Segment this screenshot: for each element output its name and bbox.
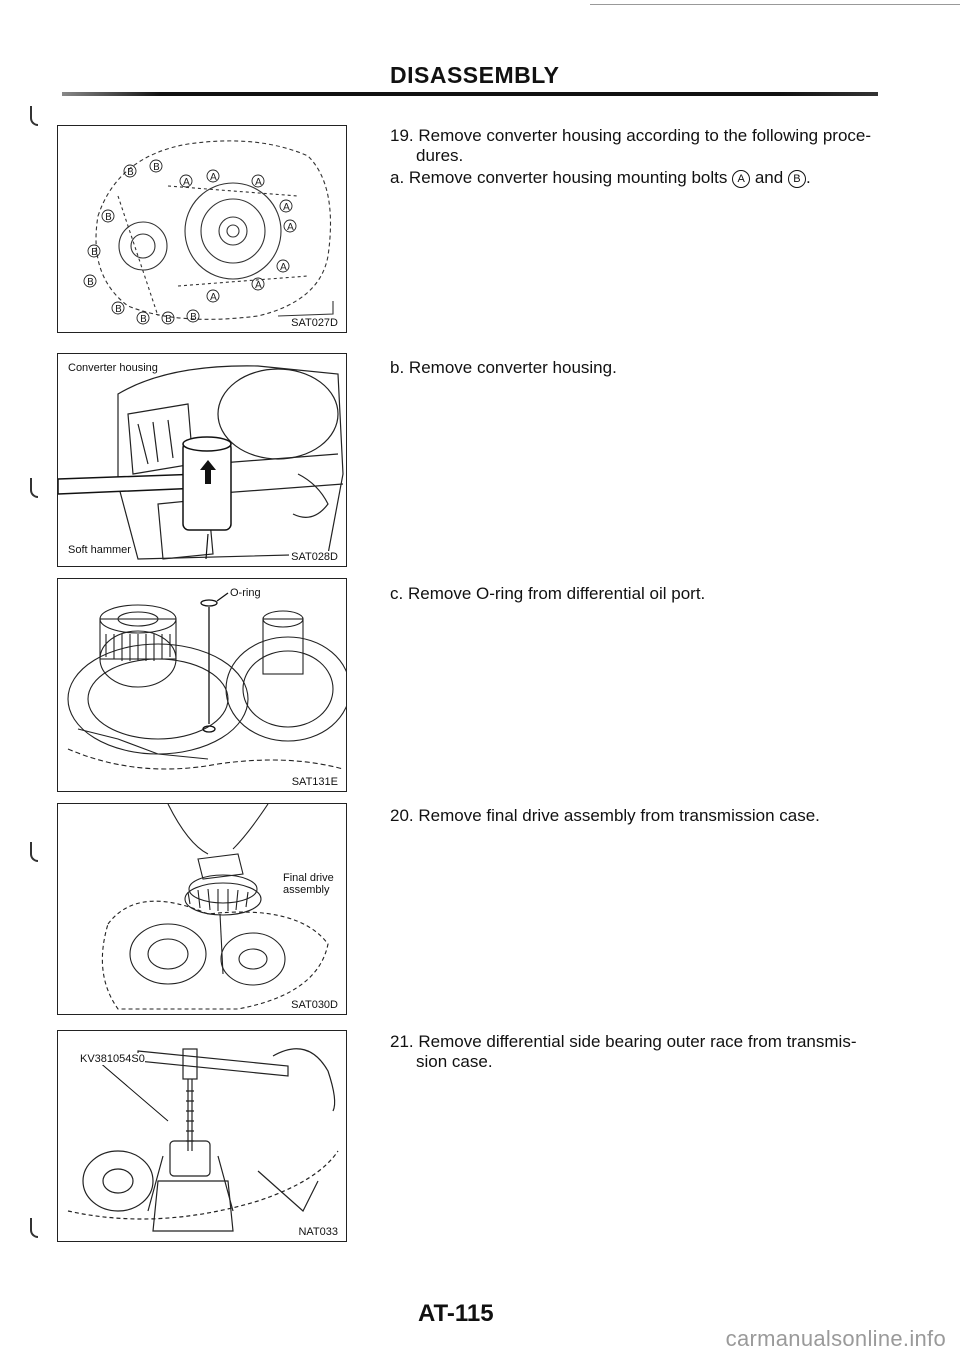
step-number: 21. xyxy=(390,1032,414,1051)
figure-sat028d: Converter housing Soft hammer SAT028D xyxy=(57,353,347,567)
step-19b: b. Remove converter housing. xyxy=(390,358,890,378)
step-number: 20. xyxy=(390,806,414,825)
section-title: DISASSEMBLY xyxy=(390,62,560,88)
o-ring-illustration xyxy=(67,592,346,770)
converter-housing-illustration xyxy=(58,365,344,560)
figure-code: SAT028D xyxy=(289,551,340,563)
step-text: Remove differential side bearing outer r… xyxy=(418,1032,857,1051)
bearing-puller-illustration xyxy=(67,1048,339,1232)
figure-sat131e: O-ring SAT131E xyxy=(57,578,347,792)
svg-text:A: A xyxy=(255,280,262,291)
binding-mark xyxy=(30,1218,38,1238)
step-20: 20. Remove final drive assembly from tra… xyxy=(390,806,890,826)
figure-code: NAT033 xyxy=(296,1226,340,1238)
svg-text:B: B xyxy=(115,304,122,315)
svg-text:A: A xyxy=(183,177,190,188)
step-text-continued: dures. xyxy=(416,146,464,165)
binding-mark xyxy=(30,478,38,498)
svg-text:B: B xyxy=(87,277,94,288)
step-number: b. xyxy=(390,358,405,377)
step-number: 19. xyxy=(390,126,414,145)
label-o-ring: O-ring xyxy=(230,587,261,599)
step-19c: c. Remove O-ring from differential oil p… xyxy=(390,584,890,604)
final-drive-illustration xyxy=(101,804,329,1010)
label-final-drive: Final drive assembly xyxy=(283,872,334,896)
svg-text:A: A xyxy=(283,202,290,213)
svg-text:A: A xyxy=(287,222,294,233)
header-rule xyxy=(62,92,878,96)
bolt-b-mark: B xyxy=(787,170,806,188)
label-final-drive-line1: Final drive xyxy=(283,872,334,884)
step-text: Remove converter housing according to th… xyxy=(418,126,872,145)
step-21: 21. Remove differential side bearing out… xyxy=(390,1032,890,1072)
label-tool-kv381054s0: KV381054S0 xyxy=(80,1053,145,1065)
svg-text:B: B xyxy=(165,314,172,325)
figure-nat033: KV381054S0 NAT033 xyxy=(57,1030,347,1242)
svg-text:A: A xyxy=(255,177,262,188)
step-number: c. xyxy=(390,584,404,603)
step-text: Remove O-ring from differential oil port… xyxy=(407,584,706,603)
svg-text:A: A xyxy=(210,292,217,303)
page-number: AT-115 xyxy=(418,1300,494,1327)
binding-mark xyxy=(30,842,38,862)
step-number: a. xyxy=(390,168,405,187)
label-converter-housing: Converter housing xyxy=(68,362,158,374)
top-edge-rule xyxy=(590,4,960,5)
binding-mark xyxy=(30,106,38,126)
label-soft-hammer: Soft hammer xyxy=(68,544,131,556)
figure-code: SAT027D xyxy=(289,317,340,329)
step-19a: a. Remove converter housing mounting bol… xyxy=(390,168,890,188)
svg-text:B: B xyxy=(140,314,147,325)
step-19: 19. Remove converter housing according t… xyxy=(390,126,890,166)
figure-sat030d: Final drive assembly SAT030D xyxy=(57,803,347,1015)
step-text-continued: sion case. xyxy=(416,1052,493,1071)
svg-text:B: B xyxy=(153,162,160,173)
figure-code: SAT131E xyxy=(289,776,340,788)
svg-text:A: A xyxy=(210,172,217,183)
svg-text:B: B xyxy=(127,167,134,178)
svg-text:B: B xyxy=(105,212,112,223)
step-and: and xyxy=(754,168,784,187)
footer-watermark: carmanualsonline.info xyxy=(725,1326,946,1351)
figure-code: SAT030D xyxy=(289,999,340,1011)
svg-text:B: B xyxy=(91,247,98,258)
step-text: Remove converter housing mounting bolts xyxy=(408,168,728,187)
label-final-drive-line2: assembly xyxy=(283,884,330,896)
step-text: Remove converter housing. xyxy=(408,358,617,377)
step-text: Remove final drive assembly from transmi… xyxy=(418,806,820,825)
bolt-a-mark: A xyxy=(732,170,751,188)
svg-text:B: B xyxy=(190,312,197,323)
step-period: . xyxy=(805,168,811,187)
svg-text:A: A xyxy=(280,262,287,273)
